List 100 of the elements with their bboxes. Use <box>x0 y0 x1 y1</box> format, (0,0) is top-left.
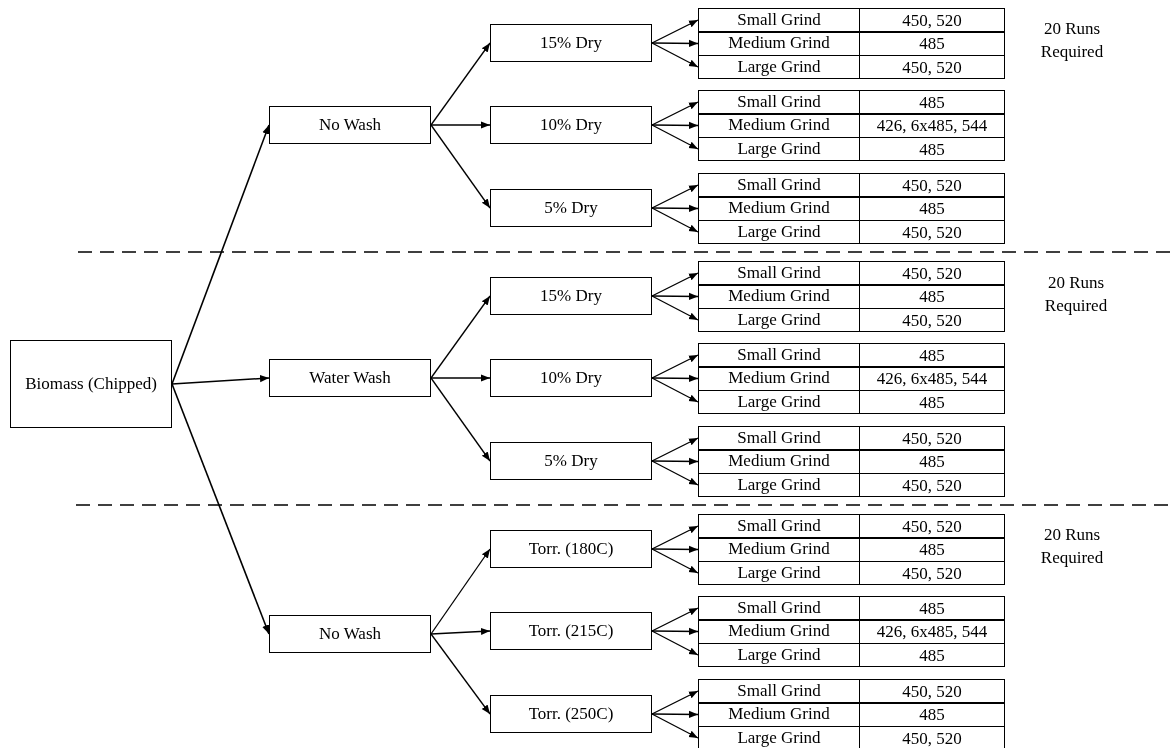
value-cell: 485 <box>859 284 1005 309</box>
value-cell: 450, 520 <box>859 55 1005 79</box>
grind-cell <box>698 55 860 79</box>
process-box <box>490 442 652 480</box>
grind-cell <box>698 679 860 703</box>
value-cell: 450, 520 <box>859 473 1005 497</box>
grind-cell <box>698 561 860 585</box>
node-label: 5% Dry <box>544 197 598 219</box>
arrow <box>430 633 491 715</box>
value-cell: 485 <box>859 137 1005 161</box>
node-label: Medium Grind <box>728 539 830 560</box>
note: 20 Runs Required <box>1039 18 1105 63</box>
value-cell: 450, 520 <box>859 561 1005 585</box>
arrow <box>430 627 491 636</box>
value-cell: 485 <box>859 596 1005 620</box>
grind-cell <box>698 343 860 367</box>
node-label: 15% Dry <box>540 285 602 307</box>
node-label: Medium Grind <box>728 198 830 219</box>
grind-cell <box>698 643 860 667</box>
grind-cell <box>698 137 860 161</box>
arrow <box>651 101 699 126</box>
arrow <box>171 124 270 385</box>
value-cell: 485 <box>859 31 1005 56</box>
arrow <box>651 457 699 465</box>
grind-cell <box>698 284 860 309</box>
node-label: 10% Dry <box>540 114 602 136</box>
process-box <box>490 277 652 315</box>
node-label: Small Grind <box>737 344 821 366</box>
value-cell: 485 <box>859 702 1005 727</box>
arrow <box>651 710 699 718</box>
arrow <box>651 460 699 486</box>
value-cell: 485 <box>859 196 1005 221</box>
arrow <box>651 437 699 462</box>
node-label: Torr. (215C) <box>528 620 614 642</box>
arrow <box>651 207 699 233</box>
grind-cell <box>698 261 860 285</box>
node-label: 5% Dry <box>544 450 598 472</box>
arrow <box>651 690 699 715</box>
arrow <box>430 121 491 129</box>
node-label: Small Grind <box>737 174 821 196</box>
value-cell: 485 <box>859 449 1005 474</box>
value-cell: 450, 520 <box>859 173 1005 197</box>
grind-cell <box>698 196 860 221</box>
arrow <box>430 377 491 462</box>
arrow <box>651 548 699 574</box>
value-cell: 450, 520 <box>859 220 1005 244</box>
process-box <box>490 359 652 397</box>
grind-cell <box>698 308 860 332</box>
arrow <box>651 354 699 379</box>
grind-cell <box>698 113 860 138</box>
value-cell: 426, 6x485, 544 <box>859 113 1005 138</box>
process-box <box>490 106 652 144</box>
node-label: Large Grind <box>737 727 821 748</box>
grind-cell <box>698 473 860 497</box>
node-label: No Wash <box>318 623 382 645</box>
node-label: Small Grind <box>737 680 821 702</box>
arrow <box>651 272 699 297</box>
process-box <box>490 530 652 568</box>
value-cell: 485 <box>859 643 1005 667</box>
process-box <box>10 340 172 428</box>
grind-cell <box>698 537 860 562</box>
arrow <box>651 627 699 635</box>
arrow <box>651 184 699 209</box>
arrow <box>651 124 699 150</box>
value-cell: 450, 520 <box>859 426 1005 450</box>
process-box <box>269 106 431 144</box>
grind-cell <box>698 449 860 474</box>
value-cell: 485 <box>859 537 1005 562</box>
arrow <box>651 295 699 321</box>
grind-cell <box>698 514 860 538</box>
process-box <box>269 615 431 653</box>
node-label: Medium Grind <box>728 621 830 642</box>
node-label: Water Wash <box>309 367 391 389</box>
grind-cell <box>698 220 860 244</box>
grind-cell <box>698 619 860 644</box>
process-box <box>490 189 652 227</box>
arrow <box>430 374 491 382</box>
value-cell: 485 <box>859 343 1005 367</box>
arrow <box>651 292 699 300</box>
grind-cell <box>698 8 860 32</box>
value-cell: 450, 520 <box>859 514 1005 538</box>
node-label: Medium Grind <box>728 704 830 725</box>
node-label: No Wash <box>318 114 382 136</box>
grind-cell <box>698 31 860 56</box>
value-cell: 450, 520 <box>859 308 1005 332</box>
arrow <box>651 121 699 129</box>
value-cell: 485 <box>859 90 1005 114</box>
arrow <box>651 713 699 739</box>
arrow <box>430 548 491 635</box>
arrow <box>651 42 699 68</box>
node-label: Medium Grind <box>728 286 830 307</box>
grind-cell <box>698 90 860 114</box>
node-label: Medium Grind <box>728 451 830 472</box>
node-label: Large Grind <box>737 391 821 413</box>
arrow <box>651 19 699 44</box>
arrow <box>651 204 699 212</box>
grind-cell <box>698 596 860 620</box>
node-label: Large Grind <box>737 562 821 584</box>
value-cell: 450, 520 <box>859 679 1005 703</box>
grind-cell <box>698 702 860 727</box>
